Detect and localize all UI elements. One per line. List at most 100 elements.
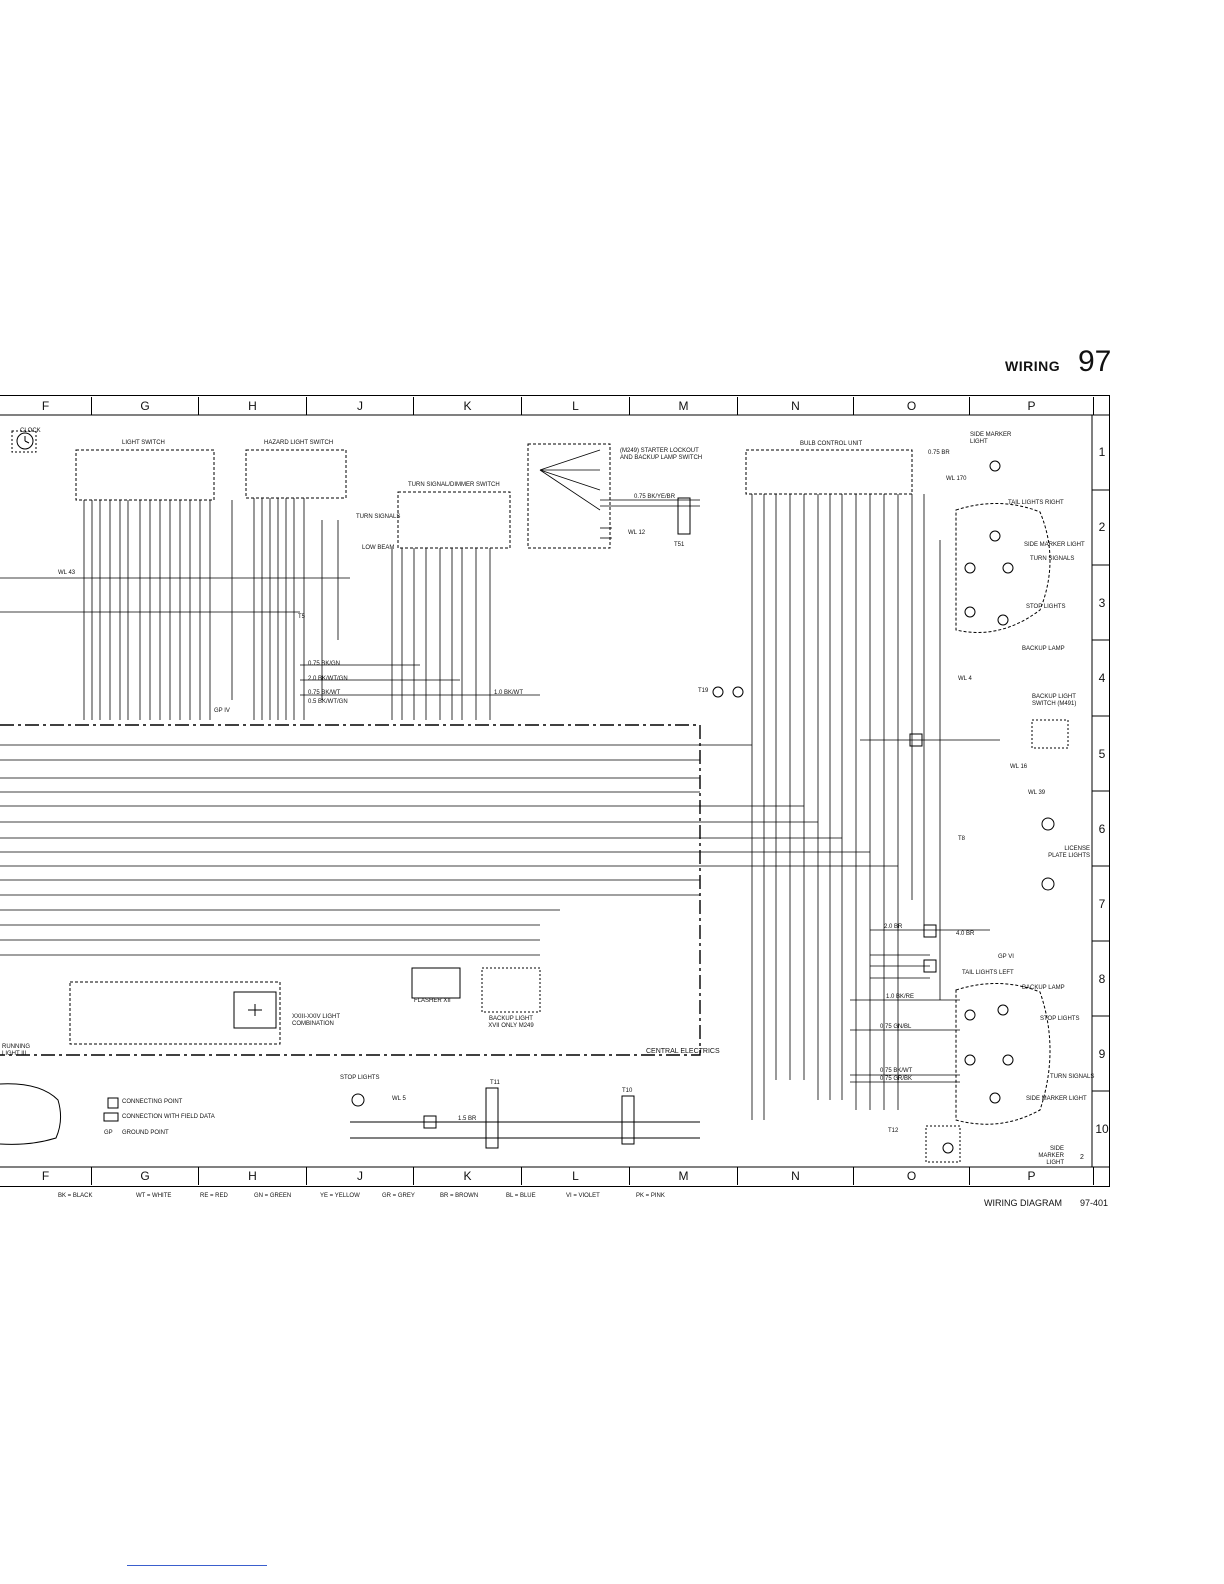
color-legend-item: GN = GREEN	[254, 1193, 292, 1199]
connector-1-bottom	[423, 1115, 437, 1129]
lamp-icon	[989, 530, 1001, 542]
stop-light-lamp-icon	[351, 1093, 365, 1107]
light-switch-label: LIGHT SWITCH	[122, 440, 165, 446]
flasher-box	[411, 967, 461, 999]
light-combination-label: XXIII-XXIV LIGHT COMBINATION	[292, 1014, 340, 1027]
col-f: F	[0, 1167, 92, 1185]
side-marker-lamp-icon	[989, 460, 1001, 472]
connector-t10: T10	[622, 1088, 633, 1094]
backup-lamp-left-label: BACKUP LAMP	[1022, 985, 1065, 991]
t11-connector	[485, 1087, 499, 1149]
vertical-wires-right	[751, 494, 941, 1120]
tail-lights-right-housing	[955, 503, 1051, 633]
wire-label: 0.75 GN/BL	[880, 1024, 912, 1030]
license-lamp-icon	[1041, 877, 1055, 891]
connector-5	[923, 959, 937, 973]
col-f: F	[0, 397, 92, 415]
side-marker-left-label: SIDE MARKER LIGHT	[1026, 1096, 1087, 1102]
hazard-switch-label: HAZARD LIGHT SWITCH	[264, 440, 334, 446]
right-link-lines	[700, 739, 1000, 1083]
starter-lockout-switch	[539, 449, 700, 539]
car-outline	[0, 1083, 62, 1145]
wire-label: 1.5 BR	[458, 1116, 477, 1122]
footer-title: WIRING DIAGRAM	[984, 1198, 1062, 1208]
wire-label: 4.0 BR	[956, 931, 975, 937]
light-switch-box	[75, 449, 215, 501]
legend-field-data: CONNECTION WITH FIELD DATA	[122, 1114, 215, 1120]
tail-lights-left-label: TAIL LIGHTS LEFT	[962, 970, 1014, 976]
wire-label: 1.0 BK/WT	[494, 690, 524, 696]
turn-dimmer-label: TURN SIGNAL/DIMMER SWITCH	[408, 482, 500, 488]
light-combination-box	[69, 981, 281, 1045]
sheet-number: 2	[1080, 1154, 1084, 1161]
lamp-icon	[964, 1054, 976, 1066]
connector-wl5: WL 5	[392, 1096, 406, 1102]
connector-4	[923, 924, 937, 938]
color-legend-item: YE = YELLOW	[320, 1193, 360, 1199]
connector-wl39: WL 39	[1028, 790, 1046, 796]
clock-icon	[16, 432, 34, 450]
lamp-icon	[964, 1009, 976, 1021]
lamp-icon	[997, 1004, 1009, 1016]
wire-label: 2.0 BR	[884, 924, 903, 930]
starter-lockout-label: (M249) STARTER LOCKOUT AND BACKUP LAMP S…	[620, 448, 703, 461]
connector-wl16: WL 16	[1010, 764, 1028, 770]
hazard-switch-box	[245, 449, 347, 499]
wire-label: 0.75 BR	[928, 450, 950, 456]
backup-relay-label: BACKUP LIGHT XVII ONLY M249	[488, 1016, 534, 1029]
side-marker-top-label: SIDE MARKER LIGHT	[970, 432, 1012, 445]
connector-1	[909, 733, 923, 747]
legend-connecting-point: CONNECTING POINT	[122, 1099, 183, 1105]
tail-lights-right-label: TAIL LIGHTS RIGHT	[1008, 500, 1064, 506]
col-h: H	[199, 1167, 307, 1185]
lamp-icon	[1002, 1054, 1014, 1066]
tail-lights-left-housing	[955, 983, 1051, 1125]
lamp-icon	[989, 1092, 1001, 1104]
lamp-icon	[997, 614, 1009, 626]
turn-signals-right-label: TURN SIGNALS	[1030, 556, 1075, 562]
connector-wl170: WL 170	[946, 476, 967, 482]
row-8: 8	[1098, 972, 1106, 986]
row-1: 1	[1098, 445, 1106, 459]
connector-gp6: GP VI	[998, 954, 1014, 960]
wire-label: 0.5 BK/WT/GN	[308, 699, 348, 705]
row-5: 5	[1098, 747, 1106, 761]
col-k: K	[414, 397, 522, 415]
col-p: P	[970, 1167, 1094, 1185]
color-legend-item: BK = BLACK	[58, 1193, 93, 1199]
clock-label: CLOCK	[20, 428, 41, 434]
col-j: J	[307, 397, 414, 415]
backup-lamp-right-label: BACKUP LAMP	[1022, 646, 1065, 652]
page-number: 97	[1078, 345, 1112, 378]
col-n: N	[738, 1167, 854, 1185]
wire-label: 2.0 BK/WT/GN	[308, 676, 348, 682]
row-6: 6	[1098, 822, 1106, 836]
relay-icon	[233, 991, 277, 1029]
wire-label: 0.75 BK/GN	[308, 661, 341, 667]
column-header-top: F G H J K L M N O P	[0, 397, 1094, 415]
page-title: WIRING	[1005, 358, 1061, 374]
col-g: G	[92, 397, 199, 415]
connector-t12: T12	[888, 1128, 899, 1134]
color-legend-item: BR = BROWN	[440, 1193, 479, 1199]
link-underline	[127, 1565, 267, 1566]
connecting-point-icon	[107, 1097, 119, 1109]
backup-relay-box	[481, 967, 541, 1013]
low-beam-label: LOW BEAM	[362, 545, 395, 551]
lamp-icon	[964, 606, 976, 618]
field-data-icon	[103, 1112, 119, 1122]
col-m: M	[630, 1167, 738, 1185]
row-3: 3	[1098, 596, 1106, 610]
color-legend-item: RE = RED	[200, 1193, 228, 1199]
t51-connector	[677, 497, 691, 535]
stop-lights-right-label: STOP LIGHTS	[1026, 604, 1066, 610]
col-k: K	[414, 1167, 522, 1185]
row-10: 10	[1095, 1122, 1109, 1136]
central-electrics-box	[0, 724, 701, 1056]
bulb-control-label: BULB CONTROL UNIT	[800, 441, 863, 447]
connector-wl43: WL 43	[58, 570, 76, 576]
lamp-icon	[964, 562, 976, 574]
row-2: 2	[1098, 520, 1106, 534]
vertical-wires-left	[83, 498, 491, 720]
